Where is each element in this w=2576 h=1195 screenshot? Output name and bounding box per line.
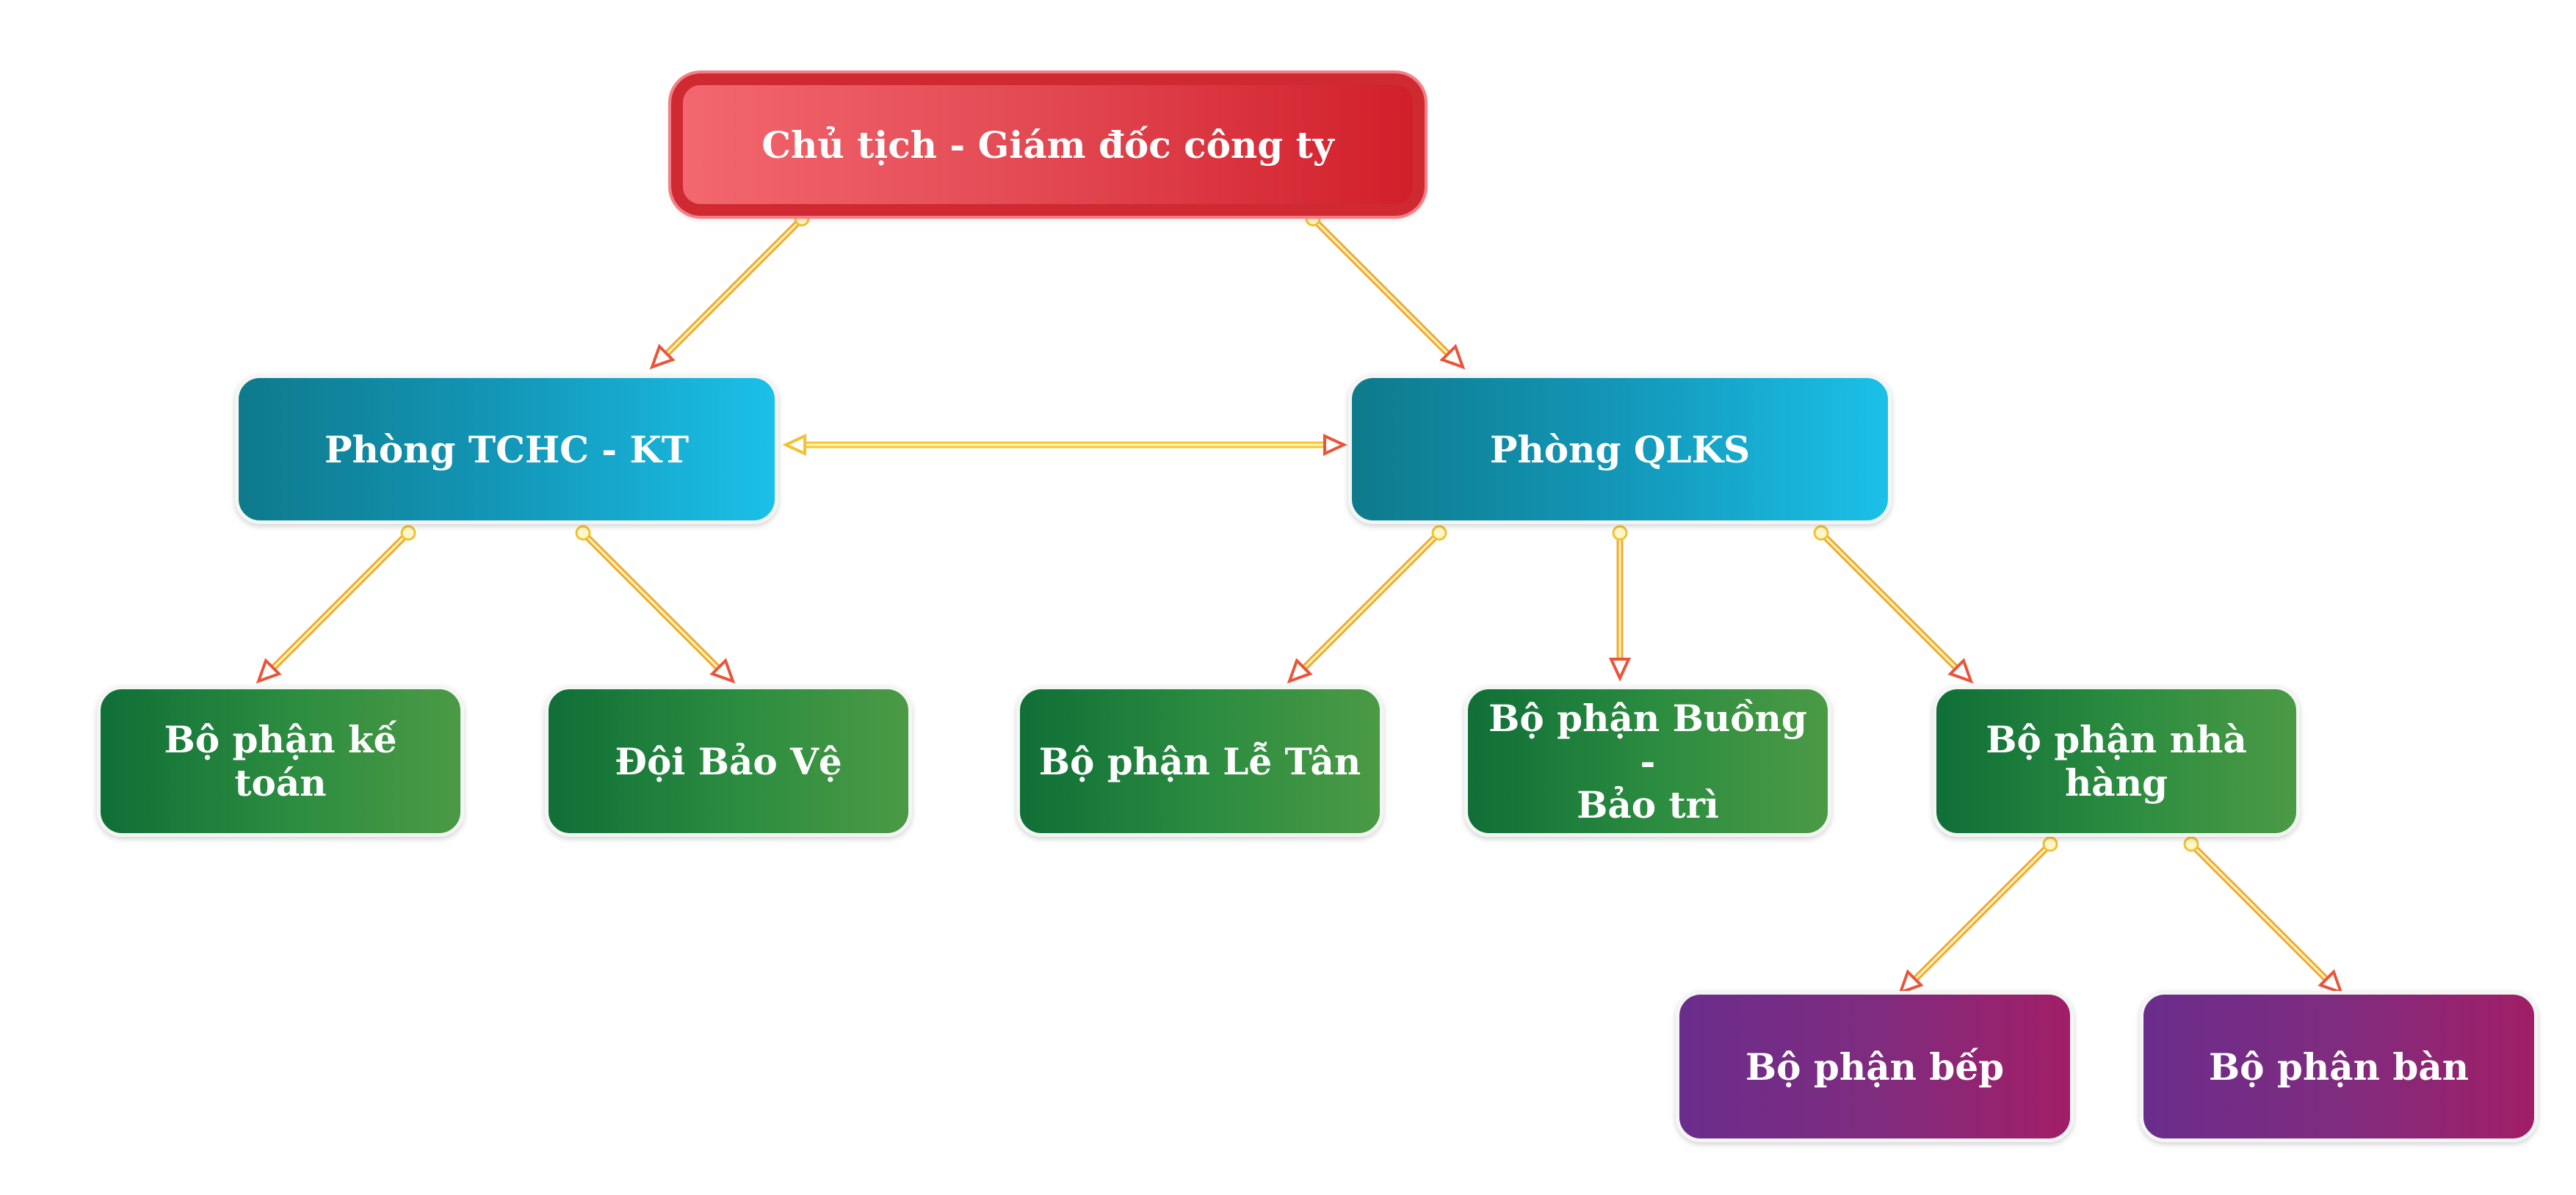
connector-nhahang-to-bep — [1897, 836, 2058, 995]
node-bep-label: Bộ phận bếp — [1745, 1045, 2005, 1089]
node-le-tan-label: Bộ phận Lễ Tân — [1038, 739, 1361, 783]
node-ban: Bộ phận bàn — [2140, 991, 2538, 1142]
node-tchc-label: Phòng TCHC - KT — [324, 427, 690, 471]
node-qlks-label: Phòng QLKS — [1489, 427, 1751, 471]
node-bao-ve: Đội Bảo Vệ — [545, 686, 912, 837]
node-bep: Bộ phận bếp — [1676, 991, 2074, 1142]
node-ke-toan: Bộ phận kế toán — [97, 686, 464, 837]
node-buong-label-line2: Bảo trì — [1577, 782, 1719, 827]
node-qlks: Phòng QLKS — [1348, 374, 1892, 524]
connector-qlks-to-buong — [1608, 525, 1632, 682]
node-ke-toan-label: Bộ phận kế toán — [164, 718, 397, 804]
connector-tchc-to-ketoan — [256, 525, 416, 684]
node-bao-ve-label: Đội Bảo Vệ — [615, 739, 842, 783]
connector-nhahang-to-ban — [2183, 836, 2344, 995]
node-buong-label-line1: Bộ phận Buồng - — [1488, 696, 1807, 783]
connector-qlks-to-nhahang — [1813, 525, 1974, 684]
node-ceo-label: Chủ tịch - Giám đốc công ty — [761, 123, 1334, 167]
connector-tchc-to-baove — [575, 525, 736, 684]
node-ceo: Chủ tịch - Giám đốc công ty — [671, 73, 1425, 216]
node-nha-hang: Bộ phận nhà hàng — [1933, 686, 2300, 837]
connector-tchc-qlks — [782, 433, 1347, 457]
node-buong-bao-tri: Bộ phận Buồng - Bảo trì — [1464, 686, 1831, 837]
node-le-tan: Bộ phận Lễ Tân — [1016, 686, 1383, 837]
connector-ceo-to-qlks — [1305, 211, 1466, 370]
node-tchc: Phòng TCHC - KT — [235, 374, 778, 524]
connector-ceo-to-tchc — [649, 211, 810, 370]
node-ban-label: Bộ phận bàn — [2208, 1045, 2470, 1089]
connector-qlks-to-letan — [1287, 525, 1447, 684]
node-nha-hang-label: Bộ phận nhà hàng — [1986, 718, 2247, 804]
